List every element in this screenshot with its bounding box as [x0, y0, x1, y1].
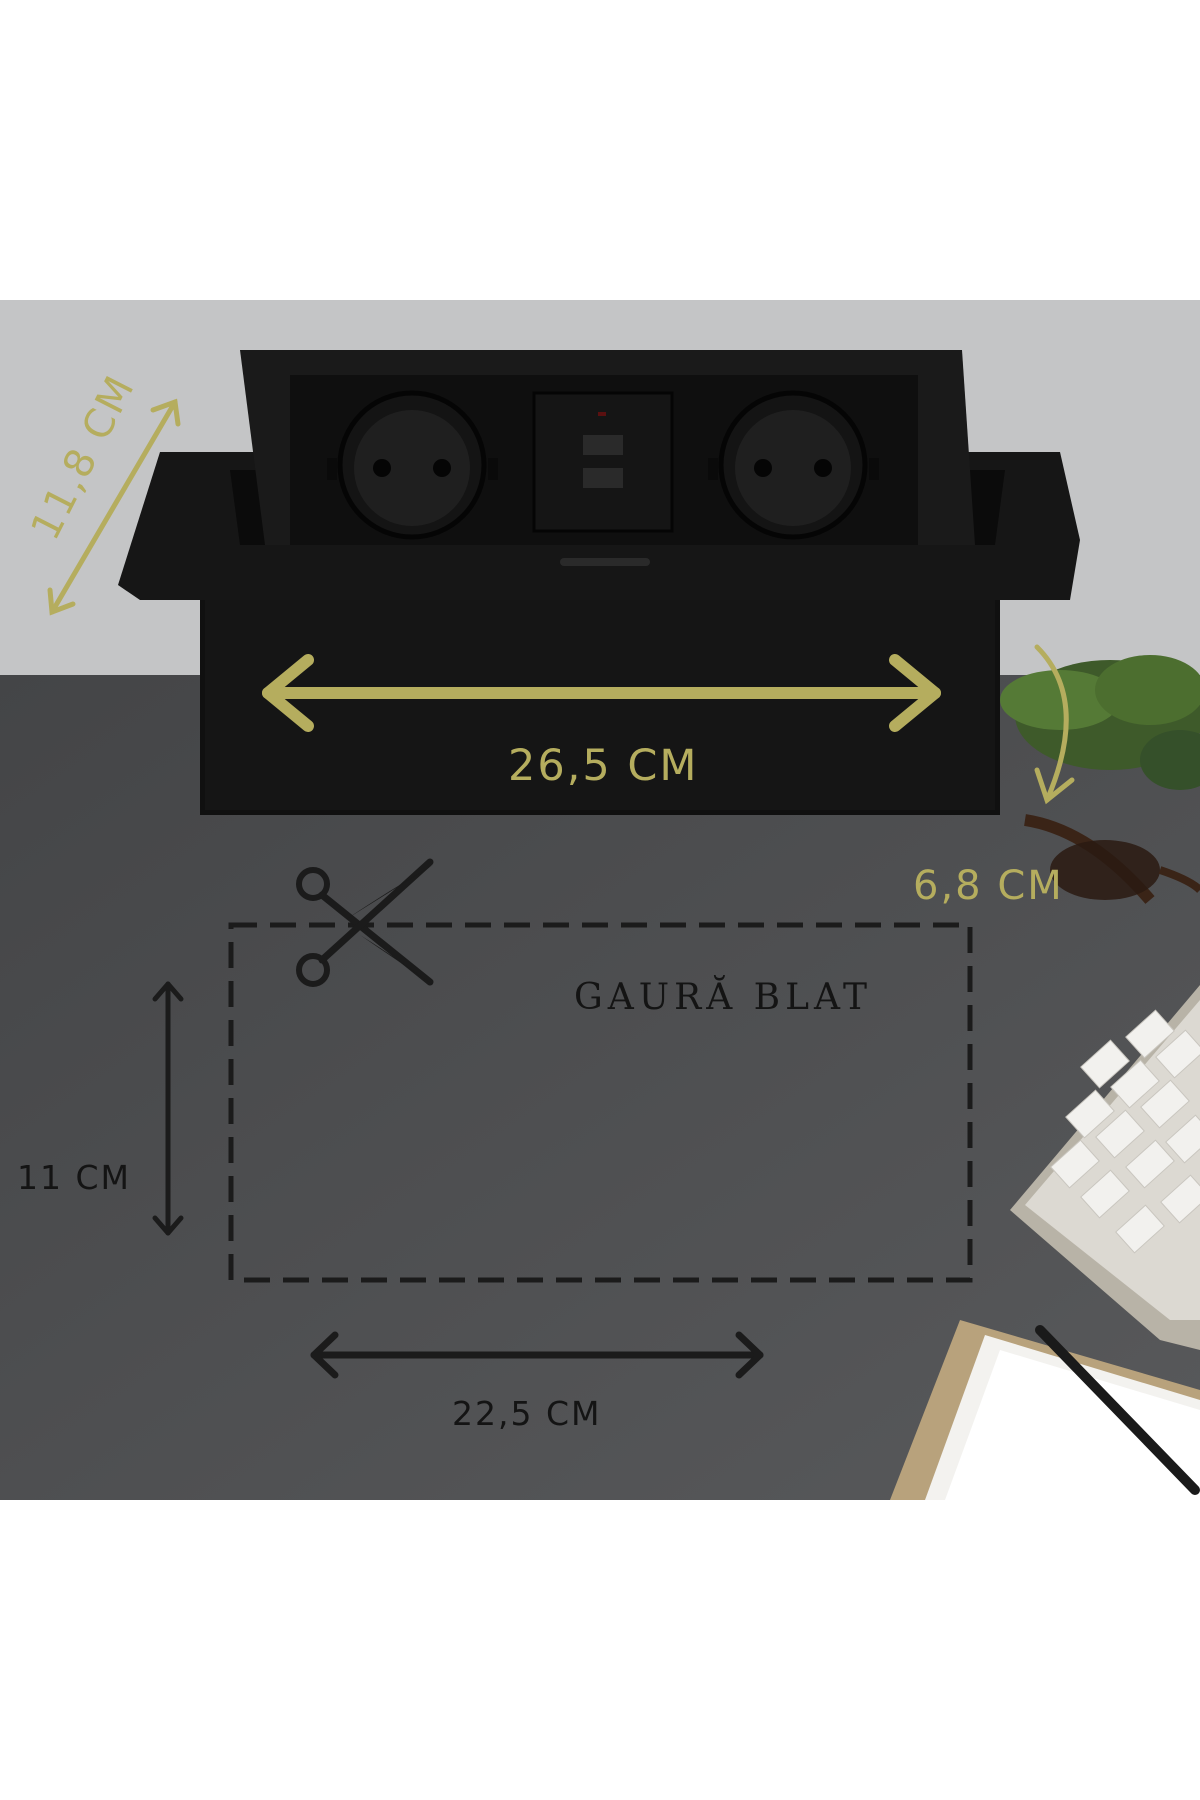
popup-socket-product [118, 350, 1080, 815]
height-arrow [1034, 644, 1075, 805]
cutout-outline [228, 922, 973, 1283]
socket-right [708, 390, 879, 540]
notebook-decoration [890, 1320, 1200, 1500]
cut-height-arrow [152, 981, 184, 1236]
glasses-decoration [1024, 814, 1200, 904]
scissors-icon [296, 858, 434, 987]
height-label: 6,8 CM [913, 863, 1064, 909]
width-arrow-top [262, 654, 941, 732]
cutout-width-label: 22,5 CM [452, 1394, 602, 1433]
socket-left [327, 390, 498, 540]
keyboard-decoration [1010, 985, 1200, 1350]
cutout-title: GAURĂ BLAT [574, 977, 873, 1018]
cut-width-arrow [310, 1331, 764, 1379]
usb-module [532, 391, 674, 533]
depth-arrow [47, 398, 181, 616]
cutout-height-label: 11 CM [17, 1158, 131, 1197]
width-label: 26,5 CM [508, 741, 699, 791]
